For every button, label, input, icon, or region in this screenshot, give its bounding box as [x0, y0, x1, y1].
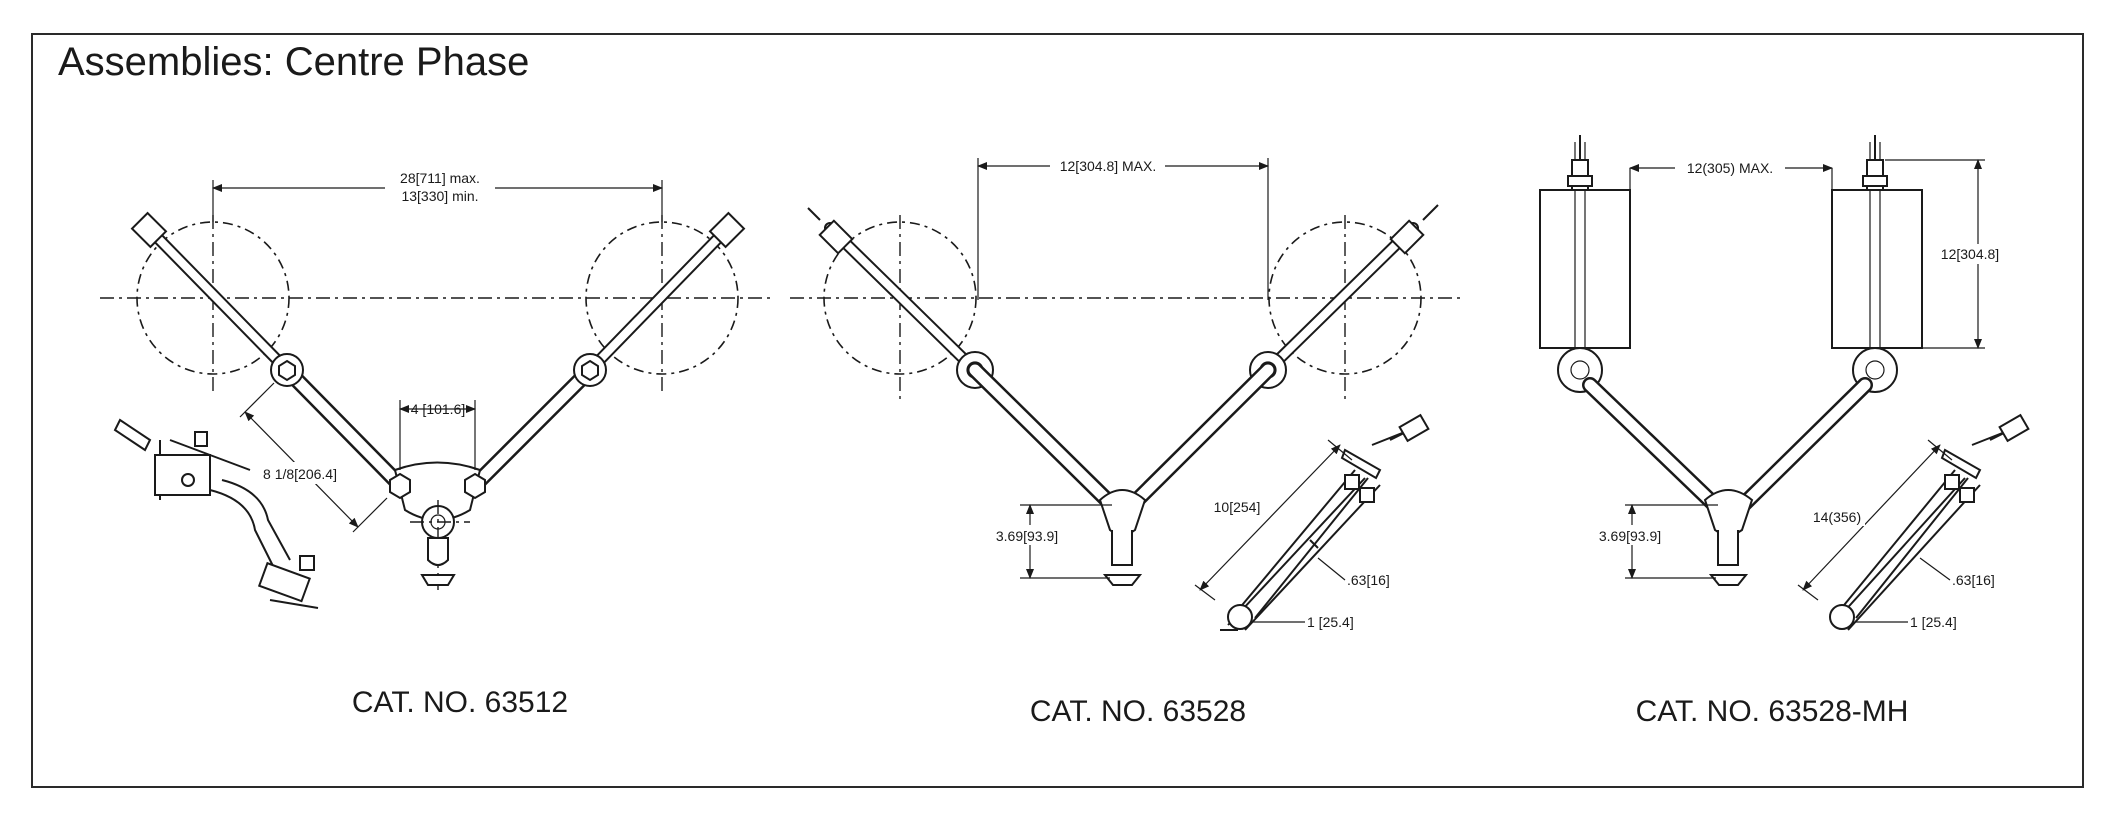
clevis-nut-left: [389, 472, 411, 500]
eye-bolt-head: [420, 574, 456, 586]
eye-shank: [427, 537, 449, 566]
side-view-detail: [1220, 413, 1430, 631]
catalog-label-63512: CAT. NO. 63512: [352, 686, 568, 719]
assembly-63512: 28[711] max. 13[330] min. 4 [101.6] 8 1/…: [100, 167, 770, 719]
dim-spacing-max: 12[304.8] MAX.: [1060, 158, 1157, 174]
dim-rod-dia: .63[16]: [1347, 572, 1390, 588]
conductor-circle-right: [1268, 221, 1422, 375]
assembly-63528: 12[304.8] MAX. 3.69[93.9]: [790, 156, 1460, 728]
page-title: Assemblies: Centre Phase: [58, 40, 530, 84]
dim-clevis-width: 4 [101.6]: [411, 401, 466, 417]
conductor-circle-left: [136, 221, 290, 375]
conductor-circle-left: [823, 221, 977, 375]
dim-arm-length: 10[254]: [1214, 499, 1261, 515]
catalog-label-63528-mh: CAT. NO. 63528-MH: [1636, 695, 1909, 728]
clevis-nut-right: [464, 472, 486, 500]
tube-right: [1831, 189, 1923, 349]
yoke: [1098, 489, 1147, 536]
dim-spacing-min: 13[330] min.: [401, 188, 478, 204]
conductor-circle-right: [585, 221, 739, 375]
nut-left-top: [130, 211, 168, 249]
dim-tube-dia: 1 [25.4]: [1910, 614, 1957, 630]
sheet-border: [31, 33, 2084, 788]
hex-nut-right: [581, 359, 599, 382]
dim-drop: 3.69[93.9]: [996, 528, 1058, 544]
dim-height: 12[304.8]: [1941, 246, 1999, 262]
assembly-63528-mh: 12(305) MAX. 12[304.8] 3.69[93.9]: [1539, 135, 2030, 728]
side-view-detail: [113, 418, 319, 609]
dim-tube-dia: 1 [25.4]: [1307, 614, 1354, 630]
dim-arm-length: 14(356): [1813, 509, 1861, 525]
nut-right-top: [708, 211, 746, 249]
dim-arm-length: 8 1/8[206.4]: [263, 466, 337, 482]
hex-nut-left: [278, 359, 296, 382]
dim-spacing-max: 12(305) MAX.: [1687, 160, 1773, 176]
yoke-bolt-head: [1102, 574, 1143, 586]
side-view-detail: [1829, 413, 2030, 631]
yoke: [1703, 489, 1754, 536]
catalog-label-63528: CAT. NO. 63528: [1030, 695, 1246, 728]
dim-drop: 3.69[93.9]: [1599, 528, 1661, 544]
dim-rod-dia: .63[16]: [1952, 572, 1995, 588]
dim-spacing-max: 28[711] max.: [400, 170, 480, 186]
